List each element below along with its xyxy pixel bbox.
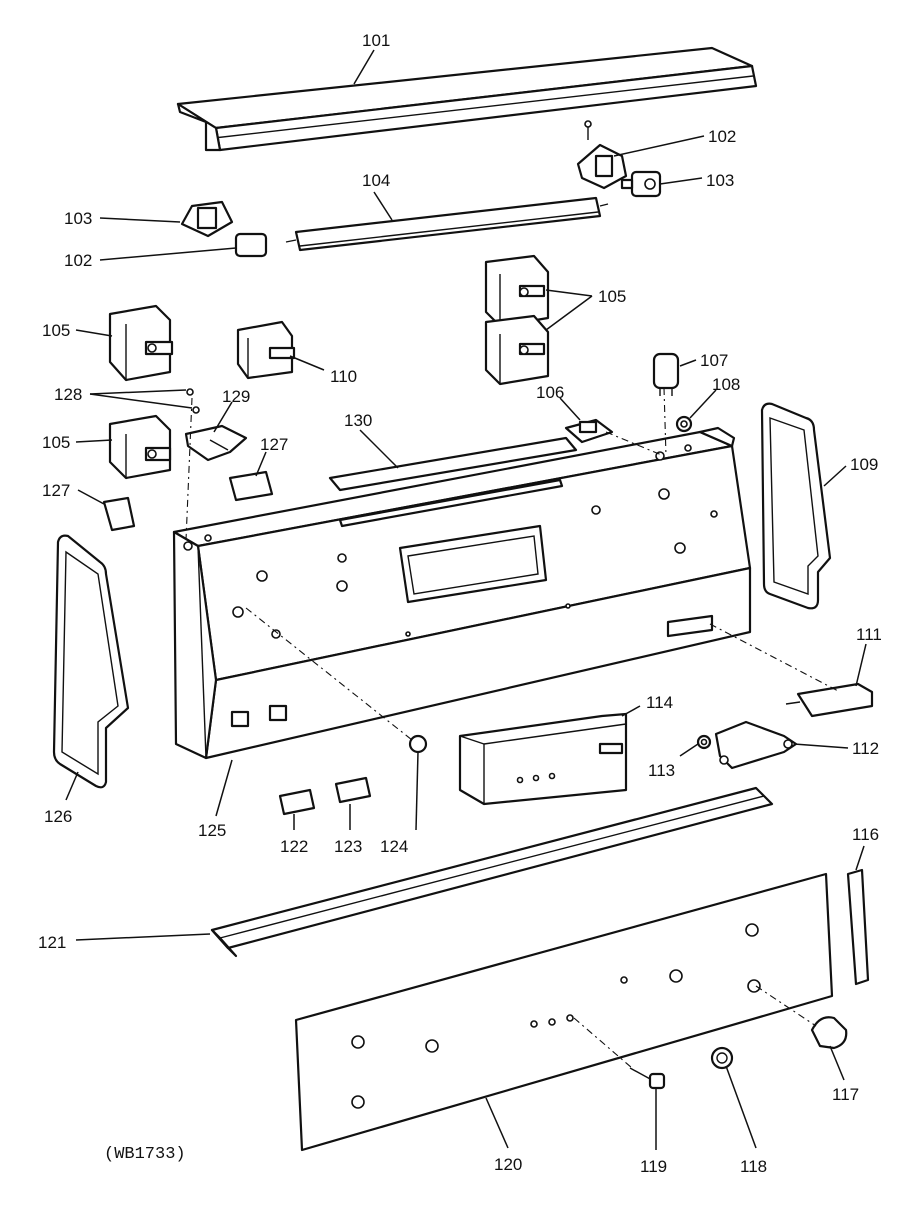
part-127-clip-left [102,496,136,532]
part-105-switch-left-lower [108,414,172,480]
part-127-clip-center [228,470,274,502]
callout-117: 117 [832,1085,859,1104]
part-129-bracket [184,424,248,462]
callout-120: 120 [494,1155,522,1174]
callout-118: 118 [740,1157,767,1176]
part-105-switch-lower [484,314,550,386]
callout-109: 109 [850,455,878,474]
part-113-washer [696,734,712,750]
callout-123: 123 [334,837,362,856]
callout-126: 126 [44,807,72,826]
part-107-capacitor [652,352,680,396]
callout-121: 121 [38,933,66,952]
assembly-lines [185,387,841,1069]
part-126-end-cap-left [52,534,130,789]
callout-130: 130 [344,411,372,430]
part-103-lamp-socket-right [620,170,662,198]
callout-102: 102 [64,251,92,270]
part-111-button [785,682,874,718]
part-121-channel-rail [210,786,774,958]
part-122-rocker [278,788,316,816]
part-110-switch [236,320,296,380]
part-118-knob [710,1046,734,1070]
callout-122: 122 [280,837,308,856]
callout-108: 108 [712,375,740,394]
callout-119: 119 [640,1157,667,1176]
part-119-shoulder-bolt [629,1067,666,1090]
callout-103: 103 [706,171,734,190]
part-102-lamp-socket-left [234,232,268,258]
part-128-screws [186,388,200,414]
leader-lines [65,49,867,1150]
part-106-pad [564,418,614,444]
part-114-control-module [458,712,628,806]
callout-116: 116 [852,825,879,844]
callout-127: 127 [42,481,70,500]
callout-125: 125 [198,821,226,840]
part-120-front-panel [294,872,834,1152]
callout-128: 128 [54,385,82,404]
part-108-nut [675,415,693,433]
callout-104: 104 [362,171,390,190]
part-101-trim-rail [176,46,758,152]
callout-105: 105 [598,287,626,306]
part-117-knob [810,1016,848,1050]
callout-124: 124 [380,837,408,856]
callout-107: 107 [700,351,728,370]
callout-127: 127 [260,435,288,454]
callout-102: 102 [708,127,736,146]
callout-110: 110 [330,367,357,386]
part-125-control-panel [172,426,752,760]
part-109-end-cap-right [760,402,832,610]
part-103-lamp-holder-left [180,200,234,238]
part-105-switch-upper [484,254,550,328]
diagram-code: (WB1733) [104,1145,186,1164]
callout-105: 105 [42,321,70,340]
part-116-trim-strip [846,868,870,986]
callout-113: 113 [648,761,675,780]
callout-105: 105 [42,433,70,452]
callout-101: 101 [362,31,390,50]
part-123-rocker [334,776,372,804]
callout-106: 106 [536,383,564,402]
part-112-hinge-bracket [714,720,798,770]
callout-103: 103 [64,209,92,228]
part-104-fluorescent-tube [285,196,609,252]
callouts: 101 102 103 104 103 102 105 105 110 107 … [38,31,882,1176]
part-102-lamp-holder-right [576,120,628,190]
part-105-switch-left-upper [108,304,174,382]
callout-114: 114 [646,693,673,712]
part-130-strip [328,436,578,492]
callout-129: 129 [222,387,250,406]
part-124-knob-pin [408,734,428,754]
callout-112: 112 [852,739,879,758]
callout-111: 111 [856,625,882,644]
